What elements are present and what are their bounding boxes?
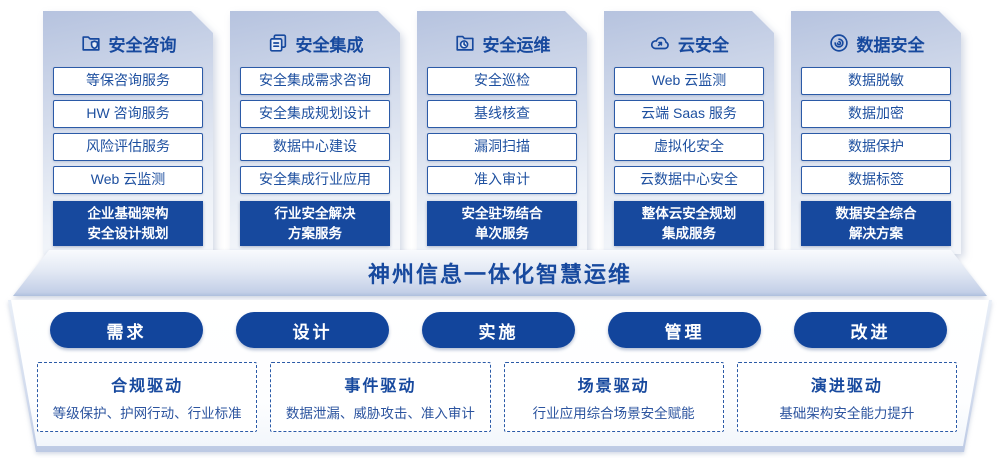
panel-header: 安全集成 <box>240 30 390 56</box>
driver-box-compliance: 合规驱动 等级保护、护网行动、行业标准 <box>37 362 258 432</box>
pill-demand: 需求 <box>50 312 203 348</box>
service-item: Web 云监测 <box>614 67 764 95</box>
driver-boxes-row: 合规驱动 等级保护、护网行动、行业标准 事件驱动 数据泄漏、威胁攻击、准入审计 … <box>37 362 957 432</box>
folder-shield-icon <box>80 32 102 54</box>
service-item: 安全巡检 <box>427 67 577 95</box>
panel-footer-box: 数据安全综合 解决方案 <box>801 201 951 246</box>
panel-header: 云安全 <box>614 30 764 56</box>
service-item: 数据保护 <box>801 133 951 161</box>
panel-cloud-security: 云安全 Web 云监测 云端 Saas 服务 虚拟化安全 云数据中心安全 整体云… <box>604 11 774 254</box>
panel-footer-box: 安全驻场结合 单次服务 <box>427 201 577 246</box>
pill-management: 管理 <box>608 312 761 348</box>
pill-design: 设计 <box>236 312 389 348</box>
driver-desc: 基础架构安全能力提升 <box>779 406 915 421</box>
driver-desc: 数据泄漏、威胁攻击、准入审计 <box>285 406 475 421</box>
driver-title: 合规驱动 <box>111 378 184 395</box>
service-item: 数据脱敏 <box>801 67 951 95</box>
driver-desc: 行业应用综合场景安全赋能 <box>532 406 695 421</box>
service-item: 安全集成行业应用 <box>240 166 390 194</box>
service-item: 数据加密 <box>801 100 951 128</box>
service-item: 安全集成需求咨询 <box>240 67 390 95</box>
footer-line: 行业安全解决 <box>274 205 356 221</box>
footer-line: 方案服务 <box>288 225 342 241</box>
service-item: 等保咨询服务 <box>53 67 203 95</box>
panel-title: 云安全 <box>678 35 729 55</box>
footer-line: 安全驻场结合 <box>461 205 543 221</box>
service-item: HW 咨询服务 <box>53 100 203 128</box>
pill-implementation: 实施 <box>422 312 575 348</box>
driver-title: 场景驱动 <box>577 378 650 395</box>
footer-line: 安全设计规划 <box>87 225 169 241</box>
footer-line: 整体云安全规划 <box>641 205 737 221</box>
panel-data-security: 数据安全 数据脱敏 数据加密 数据保护 数据标签 数据安全综合 解决方案 <box>791 11 961 254</box>
service-item: Web 云监测 <box>53 166 203 194</box>
footer-line: 解决方案 <box>849 225 903 241</box>
banner-trapezoid: 神州信息一体化智慧运维 <box>13 250 987 296</box>
driver-box-event: 事件驱动 数据泄漏、威胁攻击、准入审计 <box>270 362 491 432</box>
documents-icon <box>267 32 289 54</box>
banner-title: 神州信息一体化智慧运维 <box>13 250 987 296</box>
panel-title: 安全咨询 <box>108 35 177 55</box>
service-item: 基线核查 <box>427 100 577 128</box>
process-pills-row: 需求 设计 实施 管理 改进 <box>50 312 947 348</box>
panel-footer-box: 整体云安全规划 集成服务 <box>614 201 764 246</box>
service-item: 云端 Saas 服务 <box>614 100 764 128</box>
service-item: 数据标签 <box>801 166 951 194</box>
service-item: 漏洞扫描 <box>427 133 577 161</box>
driver-title: 演进驱动 <box>810 378 883 395</box>
driver-title: 事件驱动 <box>344 378 417 395</box>
panel-header: 安全运维 <box>427 30 577 56</box>
panel-title: 安全运维 <box>482 35 551 55</box>
cloud-icon <box>649 32 671 54</box>
panel-security-integration: 安全集成 安全集成需求咨询 安全集成规划设计 数据中心建设 安全集成行业应用 行… <box>230 11 400 254</box>
panel-security-operations: 安全运维 安全巡检 基线核查 漏洞扫描 准入审计 安全驻场结合 单次服务 <box>417 11 587 254</box>
panel-footer-box: 行业安全解决 方案服务 <box>240 201 390 246</box>
panel-title: 数据安全 <box>856 35 925 55</box>
service-item: 云数据中心安全 <box>614 166 764 194</box>
service-item: 数据中心建设 <box>240 133 390 161</box>
panel-header: 数据安全 <box>801 30 951 56</box>
service-item: 准入审计 <box>427 166 577 194</box>
footer-line: 集成服务 <box>662 225 716 241</box>
service-item: 风险评估服务 <box>53 133 203 161</box>
driver-box-scenario: 场景驱动 行业应用综合场景安全赋能 <box>503 362 724 432</box>
folder-clock-icon <box>454 32 476 54</box>
panel-footer-box: 企业基础架构 安全设计规划 <box>53 201 203 246</box>
panel-header: 安全咨询 <box>53 30 203 56</box>
footer-line: 单次服务 <box>475 225 529 241</box>
service-panels-row: 安全咨询 等保咨询服务 HW 咨询服务 风险评估服务 Web 云监测 企业基础架… <box>43 11 961 254</box>
pill-improvement: 改进 <box>794 312 947 348</box>
footer-line: 企业基础架构 <box>87 205 169 221</box>
driver-desc: 等级保护、护网行动、行业标准 <box>52 406 242 421</box>
panel-title: 安全集成 <box>295 35 364 55</box>
service-item: 虚拟化安全 <box>614 133 764 161</box>
fingerprint-icon <box>828 32 850 54</box>
driver-box-evolution: 演进驱动 基础架构安全能力提升 <box>736 362 957 432</box>
service-item: 安全集成规划设计 <box>240 100 390 128</box>
panel-security-consulting: 安全咨询 等保咨询服务 HW 咨询服务 风险评估服务 Web 云监测 企业基础架… <box>43 11 213 254</box>
footer-line: 数据安全综合 <box>835 205 917 221</box>
